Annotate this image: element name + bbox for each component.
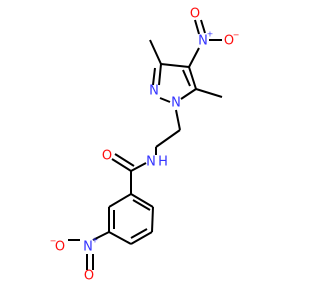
- atom-nitro4-o-right: O: [224, 34, 234, 49]
- bond-carbonyl-c-o-double: [114, 153, 135, 167]
- bond-ring-4: [108, 231, 132, 245]
- charge-nitro3-n: +: [92, 236, 99, 245]
- bond-ring-1-inner: [132, 199, 151, 211]
- atom-nitro3-n: N: [83, 240, 93, 255]
- charge-nitro3-o-left: −: [50, 237, 57, 246]
- atom-nitro3-o-left: O: [55, 240, 65, 255]
- bond-n2-n1: [159, 97, 171, 103]
- atom-carbonyl-o: O: [102, 149, 112, 164]
- bond-ring-2: [151, 206, 154, 233]
- bond-c4-nitro: [188, 47, 200, 68]
- atom-nitro4-o-top: O: [190, 7, 200, 22]
- molecule-structure: N N N + O O − N H O N + O − O: [50, 7, 240, 284]
- bond-c5-methyl: [195, 88, 223, 98]
- bond-c3-n2-double: [152, 67, 156, 86]
- bond-carbonyl-c-o: [111, 158, 132, 172]
- bond-ring-3: [130, 231, 153, 245]
- bond-c3-n2: [158, 63, 162, 86]
- bond-c5-c4-double: [182, 69, 191, 87]
- bond-ring-6: [108, 193, 132, 208]
- bond-c3-c4: [160, 63, 190, 68]
- atom-pyrazole-n1: N: [171, 96, 181, 111]
- atom-labels: N N N + O O − N H O N + O − O: [50, 7, 240, 284]
- bond-n1-c5: [180, 88, 197, 100]
- bond-n1-ch2: [175, 109, 181, 131]
- bond-nitro4-o-top: [194, 19, 200, 35]
- bond-ring-3-inner: [130, 228, 148, 239]
- atom-pyrazole-n2: N: [149, 84, 159, 99]
- charge-nitro4-n: +: [207, 30, 214, 39]
- bond-nitro4-o-top-double: [200, 19, 206, 34]
- bond-ch2-ch2: [155, 129, 181, 148]
- bond-ring-nitro: [92, 231, 110, 241]
- atom-nitro3-o-bottom: O: [84, 269, 94, 284]
- atom-nitro4-n: N: [198, 34, 208, 49]
- bond-nh-carbonyl-c: [130, 162, 147, 172]
- bond-ring-1: [130, 193, 154, 208]
- bond-methyl-c3: [149, 39, 162, 65]
- bond-c5-c4: [188, 66, 197, 90]
- atom-amide-nh-h: H: [158, 155, 168, 170]
- charge-nitro4-o-right: −: [233, 31, 240, 40]
- atom-amide-nh: N: [146, 155, 156, 170]
- bonds: [68, 19, 223, 270]
